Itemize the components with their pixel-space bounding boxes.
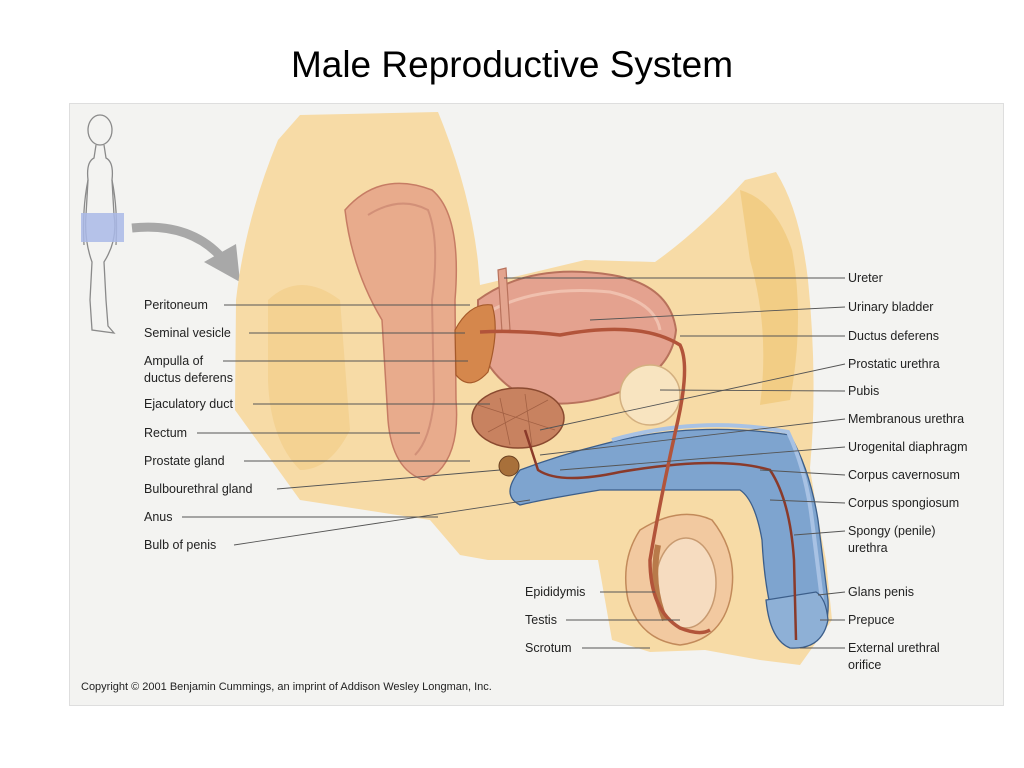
prostate-texture [477,393,556,447]
label-prostatic-urethra: Prostatic urethra [848,357,940,371]
label-scrotum: Scrotum [525,641,572,655]
abdominal-fat [740,190,799,405]
rectum-fold [367,202,437,456]
label-ureter: Ureter [848,271,883,285]
label-anus: Anus [144,510,173,524]
label-corpus-spongiosum: Corpus spongiosum [848,496,960,510]
label-urinary-bladder: Urinary bladder [848,300,934,314]
rectum [344,182,458,481]
label-ductus-deferens: Ductus deferens [848,329,940,343]
bulbourethral-gland [498,455,520,477]
label-peritoneum: Peritoneum [144,298,208,312]
label-testis: Testis [525,613,557,627]
label-seminal-vesicle: Seminal vesicle [144,326,231,340]
label-prostate-gland: Prostate gland [144,454,225,468]
label-bulbourethral-gland: Bulbourethral gland [144,482,253,496]
label-external-orifice-line2: orifice [848,658,882,672]
seminal-vesicle [454,304,496,384]
slide-title: Male Reproductive System [290,44,734,85]
label-glans-penis: Glans penis [848,585,915,599]
label-ampulla-line2: ductus deferens [144,371,233,385]
copyright-notice: Copyright © 2001 Benjamin Cummings, an i… [81,681,492,693]
label-membranous-urethra: Membranous urethra [848,412,965,426]
leader-lines [182,277,846,649]
urethra [523,429,798,641]
arrow-head-icon [204,244,240,282]
ductus-deferens [479,327,711,635]
label-ejaculatory-duct: Ejaculatory duct [144,397,233,411]
label-corpus-cavernosum: Corpus cavernosum [848,468,960,482]
label-external-orifice-line1: External urethral [848,641,940,655]
label-bulb-of-penis: Bulb of penis [144,538,217,552]
glans-penis [765,591,829,649]
label-pubis: Pubis [848,384,880,398]
pubis [619,364,681,426]
label-urogenital-diaphragm: Urogenital diaphragm [848,440,968,454]
label-epididymis: Epididymis [525,585,586,599]
label-prepuce: Prepuce [848,613,895,627]
label-spongy-urethra-line1: Spongy (penile) [848,524,936,538]
label-spongy-urethra-line2: urethra [848,541,888,555]
label-rectum: Rectum [144,426,188,440]
sacral-tissue [268,285,350,470]
label-ampulla-line1: Ampulla of [144,354,204,368]
bladder-wall [491,289,662,331]
arrow-icon [131,222,226,262]
pelvic-region-highlight [81,213,124,242]
erectile-highlight [611,423,824,601]
